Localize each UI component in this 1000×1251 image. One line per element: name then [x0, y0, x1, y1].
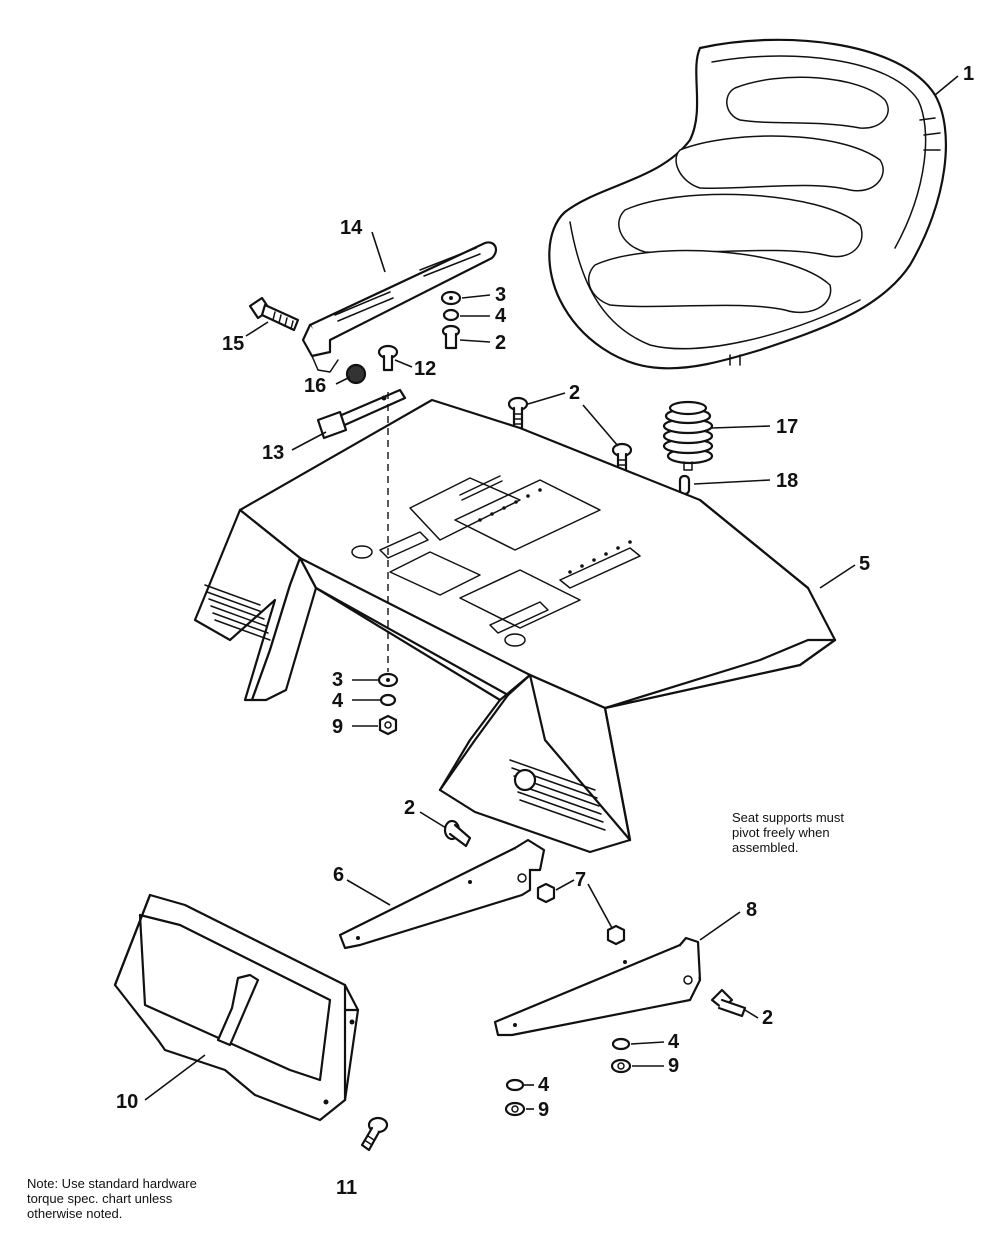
- callout-4: 4: [668, 1031, 680, 1053]
- bolt-part-2-top: [441, 324, 461, 350]
- callout-2: 2: [762, 1007, 773, 1029]
- seat-support-part-6: [338, 838, 546, 950]
- fender-part-5: [193, 398, 837, 854]
- bolt-part-15: [248, 296, 300, 332]
- bolt-part-12: [377, 344, 399, 372]
- callout-3: 3: [495, 284, 506, 306]
- lockwasher-part-4-right: [611, 1037, 631, 1051]
- callout-9: 9: [332, 716, 343, 738]
- tray-part-10: [113, 893, 360, 1122]
- seat-part-1: [548, 38, 948, 370]
- callout-4: 4: [332, 690, 344, 712]
- callout-6: 6: [333, 864, 344, 886]
- callout-14: 14: [340, 217, 363, 239]
- callout-9: 9: [538, 1099, 549, 1121]
- callout-13: 13: [262, 442, 284, 464]
- callout-11: 11: [336, 1177, 357, 1199]
- nut-part-9-lower: [378, 714, 398, 736]
- callout-18: 18: [776, 470, 798, 492]
- callout-10: 10: [116, 1091, 138, 1113]
- washer-part-3-top: [440, 290, 462, 306]
- callout-1: 1: [963, 63, 974, 85]
- nut-part-9-bottom: [504, 1101, 526, 1117]
- leader-lines: [144, 75, 959, 1110]
- callout-17: 17: [776, 416, 798, 438]
- seat-support-part-8: [493, 936, 702, 1037]
- callout-labels: 1 14 3 4 2 15 12 16 2 17 13 18 5 3 4 9 2…: [116, 63, 974, 1199]
- nut-part-7-b: [606, 924, 626, 946]
- seat-bracket-part-14: [301, 241, 498, 373]
- callout-4: 4: [495, 305, 507, 327]
- callout-16: 16: [304, 375, 326, 397]
- bracket-plate-part-13: [316, 388, 407, 440]
- pin-part-18: [678, 474, 691, 496]
- torque-note: Note: Use standard hardware torque spec.…: [27, 1176, 197, 1221]
- callout-4: 4: [538, 1074, 550, 1096]
- bolt-part-2-support: [443, 819, 472, 848]
- callout-2: 2: [495, 332, 506, 354]
- callout-8: 8: [746, 899, 757, 921]
- lockwasher-part-4-bottom: [505, 1078, 525, 1092]
- callout-7: 7: [575, 869, 586, 891]
- seat-support-note: Seat supports must pivot freely when ass…: [732, 810, 844, 855]
- callout-12: 12: [414, 358, 436, 380]
- nut-part-9-right: [610, 1058, 632, 1074]
- washer-part-3-lower: [377, 672, 399, 688]
- callout-2: 2: [404, 797, 415, 819]
- lockwasher-part-4-lower: [379, 693, 397, 707]
- bolt-part-11: [360, 1116, 389, 1152]
- nut-part-7-a: [536, 882, 556, 904]
- spring-part-17: [662, 400, 714, 471]
- lockwasher-part-4-top: [442, 308, 460, 322]
- callout-2: 2: [569, 382, 580, 404]
- bolt-part-2-fender-left: [507, 396, 529, 430]
- bolt-part-2-right: [710, 988, 747, 1018]
- callout-5: 5: [859, 553, 870, 575]
- callout-15: 15: [222, 333, 244, 355]
- nut-part-16: [345, 363, 367, 385]
- callout-3: 3: [332, 669, 343, 691]
- callout-9: 9: [668, 1055, 679, 1077]
